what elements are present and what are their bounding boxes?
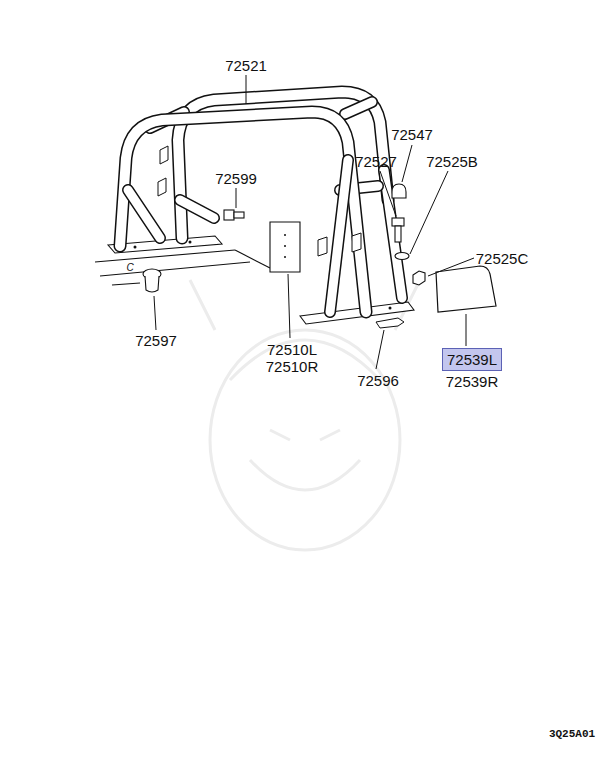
- callout-number: 72597: [135, 333, 177, 348]
- callout-number: 72527: [355, 154, 397, 169]
- callout-number: 72547: [391, 127, 433, 142]
- watermark: [190, 280, 420, 550]
- callout-number: 72596: [357, 373, 399, 388]
- callout-number: 72510R: [266, 359, 319, 374]
- callout-number: 72539R: [446, 374, 499, 389]
- callout-number: 72599: [215, 171, 257, 186]
- callout-number: C: [126, 263, 133, 273]
- highlighted-callout: 72539L: [442, 348, 502, 371]
- callout-number: 72525B: [426, 154, 478, 169]
- figure-code: 3Q25A01: [549, 729, 595, 740]
- callout-number: 72521: [225, 58, 267, 73]
- callout-number: 72539L: [447, 352, 497, 367]
- callout-number: 72510L: [267, 342, 317, 357]
- callout-number: 72525C: [476, 251, 529, 266]
